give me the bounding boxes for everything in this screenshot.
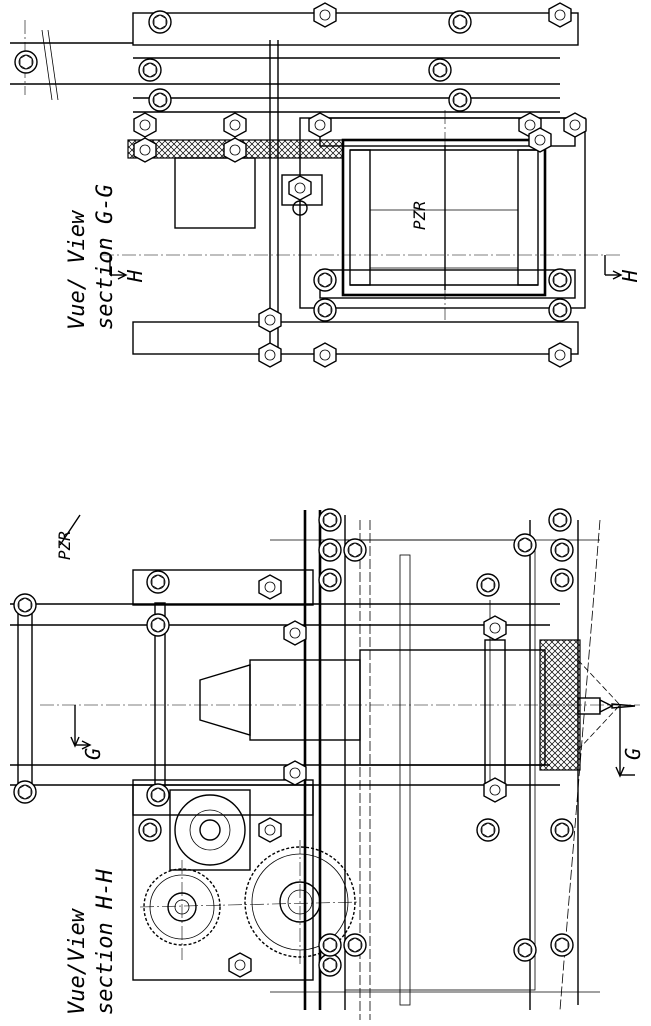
view-title-line1-bottom: Vue/View [65, 907, 90, 1015]
view-title-line1: Vue/ View [65, 209, 90, 330]
section-marker-h-right: H [604, 255, 642, 283]
coupling-block [281, 174, 323, 206]
pneumatic-cylinder [199, 600, 636, 800]
view-section-h-h: Vue/View section H-H G G PZR [10, 508, 645, 1020]
svg-text:H: H [123, 269, 147, 283]
gear-train [139, 789, 361, 965]
frame-rails [10, 12, 579, 360]
view-section-g-g: Vue/ View section G-G H H PZR [10, 2, 642, 368]
section-marker-g-bottom: G [615, 705, 645, 778]
view-title-line2: section G-G [93, 184, 118, 330]
view-title-line2-bottom: section H-H [93, 869, 118, 1015]
section-marker-h-left: H [109, 255, 147, 283]
svg-text:PZR: PZR [55, 531, 74, 560]
stamp-pzr-top: PZR [410, 201, 429, 230]
motor-housing [174, 157, 256, 229]
svg-text:PZR: PZR [410, 201, 429, 230]
stamp-pzr-bottom: PZR [55, 514, 81, 560]
svg-text:G: G [621, 748, 645, 760]
svg-text:H: H [618, 269, 642, 283]
svg-text:G: G [81, 748, 105, 760]
section-marker-g-top: G [70, 705, 105, 760]
